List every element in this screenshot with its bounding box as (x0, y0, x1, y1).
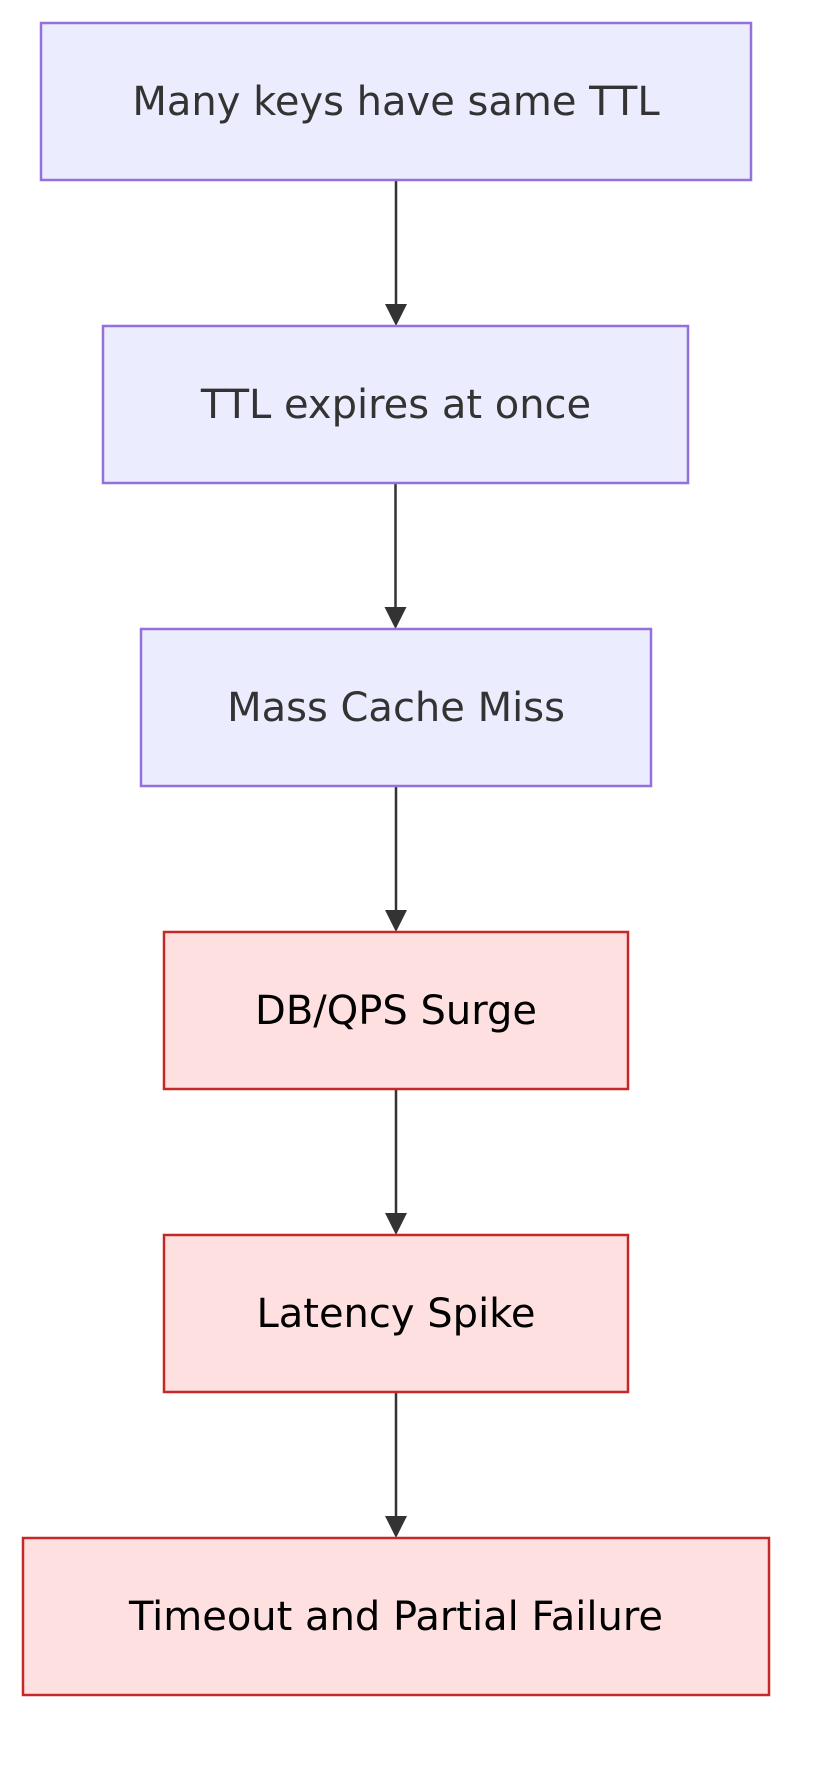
node-same-ttl-box (39, 21, 753, 182)
edges-layer (384, 180, 407, 1538)
node-mass-miss-label: Mass Cache Miss (227, 685, 565, 731)
node-ttl-expires: TTL expires at once (101, 324, 690, 485)
arrowhead-ttl-expires (385, 304, 407, 326)
node-mass-miss-box (139, 627, 653, 788)
node-timeout-failure-label: Timeout and Partial Failure (128, 1594, 663, 1640)
node-ttl-expires-box (101, 324, 690, 485)
node-mass-miss: Mass Cache Miss (139, 627, 653, 788)
node-timeout-failure: Timeout and Partial Failure (21, 1536, 771, 1697)
arrowhead-latency-spike (385, 1213, 407, 1235)
node-db-surge-label: DB/QPS Surge (255, 988, 537, 1034)
node-timeout-failure-box (21, 1536, 771, 1697)
node-ttl-expires-label: TTL expires at once (200, 382, 591, 428)
node-same-ttl: Many keys have same TTL (39, 21, 753, 182)
node-db-surge-box (162, 930, 630, 1091)
arrowhead-mass-miss (384, 607, 407, 629)
node-latency-spike-box (162, 1233, 630, 1394)
node-db-surge: DB/QPS Surge (162, 930, 630, 1091)
node-latency-spike-label: Latency Spike (256, 1291, 535, 1337)
arrowhead-timeout-failure (385, 1516, 407, 1538)
node-same-ttl-label: Many keys have same TTL (132, 79, 660, 125)
node-latency-spike: Latency Spike (162, 1233, 630, 1394)
arrowhead-db-surge (385, 910, 407, 932)
